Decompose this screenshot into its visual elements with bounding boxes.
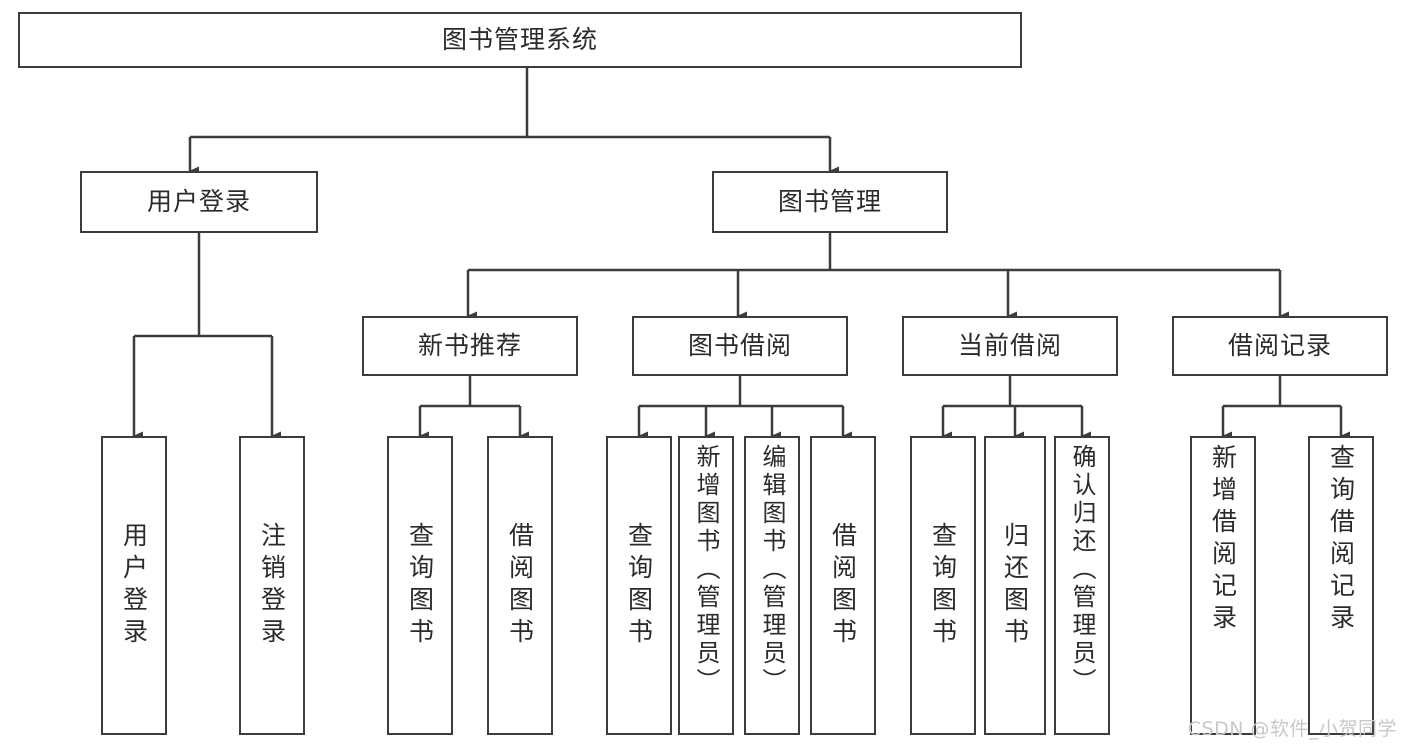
leaf-node-add-borrow-record[interactable]: 新增借阅记录 <box>1190 436 1256 735</box>
leaf-node-label: 注销登录 <box>257 521 287 650</box>
leaf-text-wrap: 借阅图书 <box>812 438 874 733</box>
leaf-node-query-book-current[interactable]: 查询图书 <box>910 436 976 735</box>
node-borrow-record[interactable]: 借阅记录 <box>1172 316 1388 376</box>
leaf-node-user-login-leaf[interactable]: 用户登录 <box>101 436 167 735</box>
node-label: 新书推荐 <box>417 331 522 361</box>
leaf-node-label: 查询图书 <box>405 521 435 650</box>
leaf-node-label: 借阅图书 <box>828 521 858 650</box>
leaf-text-wrap: 借阅图书 <box>489 438 551 733</box>
leaf-text-wrap: 用户登录 <box>103 438 165 733</box>
leaf-node-query-book-rec[interactable]: 查询图书 <box>387 436 453 735</box>
node-label: 图书借阅 <box>687 331 792 361</box>
leaf-text-wrap: 查询图书 <box>912 438 974 733</box>
leaf-node-label: 查询图书 <box>928 521 958 650</box>
node-user-login[interactable]: 用户登录 <box>80 171 318 233</box>
node-book-management-system[interactable]: 图书管理系统 <box>18 12 1022 68</box>
node-label: 用户登录 <box>146 187 251 217</box>
leaf-node-query-borrow-record[interactable]: 查询借阅记录 <box>1308 436 1374 735</box>
node-label: 借阅记录 <box>1227 331 1332 361</box>
leaf-node-add-book-admin[interactable]: 新增图书（管理员） <box>678 436 734 735</box>
leaf-text-wrap: 查询图书 <box>389 438 451 733</box>
leaf-node-borrow-book-rec[interactable]: 借阅图书 <box>487 436 553 735</box>
leaf-text-wrap: 归还图书 <box>986 438 1044 733</box>
leaf-text-wrap: 查询图书 <box>608 438 670 733</box>
node-new-book-recommend[interactable]: 新书推荐 <box>362 316 578 376</box>
leaf-text-wrap: 确认归还（管理员） <box>1056 438 1108 733</box>
leaf-text-wrap: 注销登录 <box>241 438 303 733</box>
leaf-node-borrow-book-borrow[interactable]: 借阅图书 <box>810 436 876 735</box>
leaf-node-label: 查询借阅记录 <box>1326 444 1356 636</box>
leaf-text-wrap: 编辑图书（管理员） <box>746 438 798 733</box>
leaf-text-wrap: 新增图书（管理员） <box>680 438 732 733</box>
node-label: 当前借阅 <box>957 331 1062 361</box>
node-label: 图书管理 <box>777 187 882 217</box>
leaf-node-label: 查询图书 <box>624 521 654 650</box>
leaf-text-wrap: 新增借阅记录 <box>1192 438 1254 733</box>
leaf-node-label: 用户登录 <box>119 521 149 650</box>
leaf-node-edit-book-admin[interactable]: 编辑图书（管理员） <box>744 436 800 735</box>
leaf-text-wrap: 查询借阅记录 <box>1310 438 1372 733</box>
leaf-node-return-book[interactable]: 归还图书 <box>984 436 1046 735</box>
node-label: 图书管理系统 <box>441 25 598 55</box>
leaf-node-label: 借阅图书 <box>505 521 535 650</box>
leaf-node-confirm-return-admin[interactable]: 确认归还（管理员） <box>1054 436 1110 735</box>
leaf-node-query-book-borrow[interactable]: 查询图书 <box>606 436 672 735</box>
leaf-node-label: 确认归还（管理员） <box>1068 444 1096 696</box>
node-book-borrow[interactable]: 图书借阅 <box>632 316 848 376</box>
csdn-watermark: CSDN @软件_小贺同学 <box>1187 718 1397 740</box>
leaf-node-label: 新增图书（管理员） <box>692 444 720 696</box>
node-current-borrow[interactable]: 当前借阅 <box>902 316 1118 376</box>
leaf-node-user-logout-leaf[interactable]: 注销登录 <box>239 436 305 735</box>
node-book-manage[interactable]: 图书管理 <box>712 171 948 233</box>
leaf-node-label: 新增借阅记录 <box>1208 444 1238 636</box>
leaf-node-label: 归还图书 <box>1000 521 1030 650</box>
leaf-node-label: 编辑图书（管理员） <box>758 444 786 696</box>
